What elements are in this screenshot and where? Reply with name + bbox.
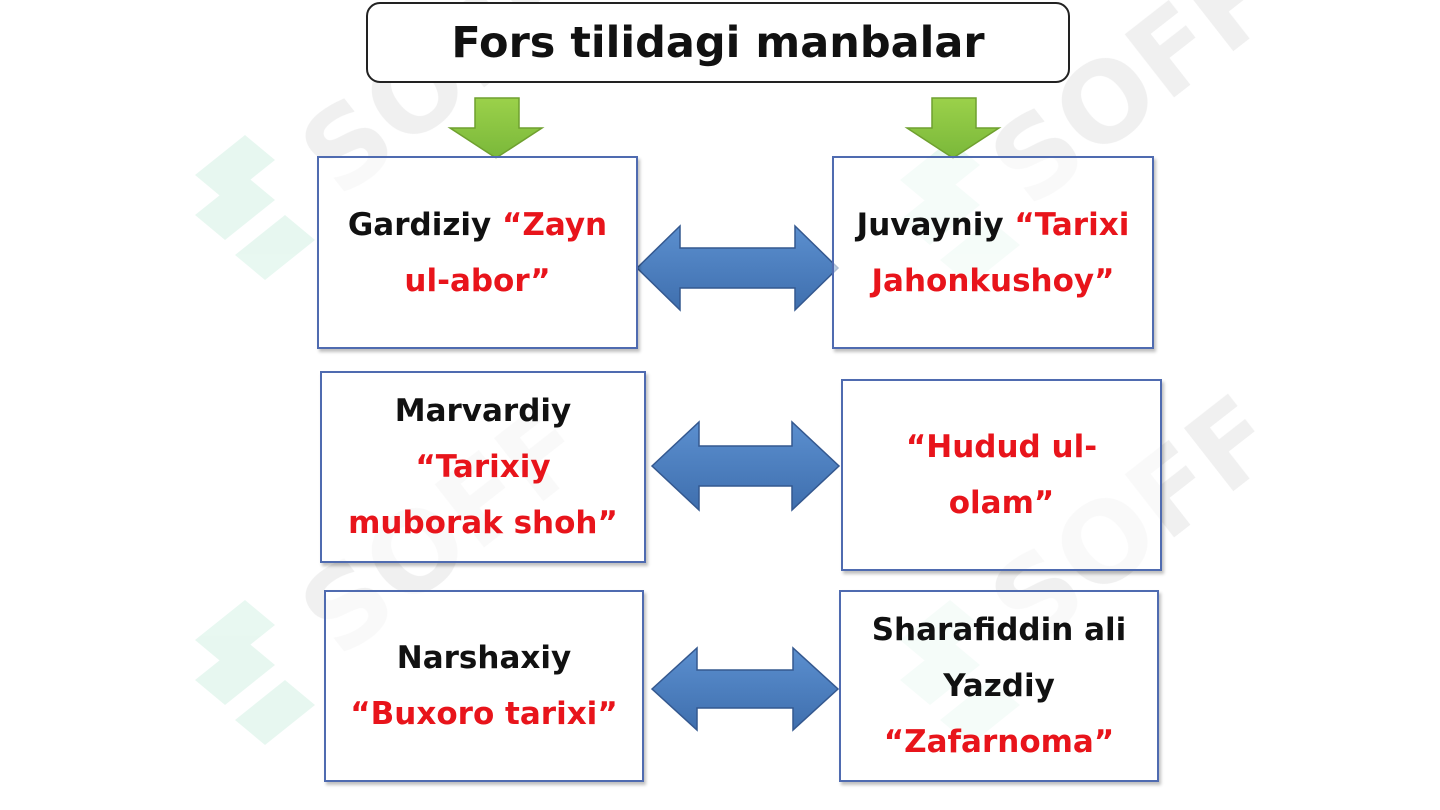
node-hudud-ul-olam: “Hudud ul- olam”: [841, 379, 1162, 571]
node-sharafiddin-ali-yazdiy: Sharafiddin ali Yazdiy “Zafarnoma”: [839, 590, 1159, 782]
title-box: Fors tilidagi manbalar: [366, 2, 1070, 83]
watermark-logo-icon: [195, 135, 315, 280]
node-gardiziy: Gardiziy “Zayn ul-abor”: [317, 156, 638, 349]
node-author: Narshaxiy: [396, 640, 572, 676]
node-work: “Tarixi: [1014, 206, 1130, 243]
node-work: “Zayn: [502, 206, 608, 243]
node-work: ul-abor”: [404, 262, 551, 299]
node-work: “Buxoro tarixi”: [350, 696, 618, 732]
node-work: “Tarixiy: [415, 449, 551, 485]
node-work: olam”: [948, 485, 1055, 521]
down-arrow-right-icon: [904, 97, 1002, 159]
double-arrow-row3-icon: [650, 646, 840, 732]
down-arrow-left-icon: [447, 97, 545, 159]
node-work: Jahonkushoy”: [871, 262, 1115, 299]
double-arrow-row1-icon: [635, 224, 840, 312]
node-author: Yazdiy: [943, 668, 1055, 704]
node-author: Gardiziy: [347, 206, 492, 243]
node-work: “Zafarnoma”: [883, 724, 1115, 760]
node-juvayniy: Juvayniy “Tarixi Jahonkushoy”: [832, 156, 1154, 349]
node-marvardiy: Marvardiy “Tarixiy muborak shoh”: [320, 371, 646, 563]
node-narshaxiy: Narshaxiy “Buxoro tarixi”: [324, 590, 644, 782]
node-author: Juvayniy: [856, 206, 1004, 243]
node-work: “Hudud ul-: [905, 429, 1098, 465]
watermark-logo-icon: [195, 600, 315, 745]
diagram-title: Fors tilidagi manbalar: [451, 17, 985, 68]
double-arrow-row2-icon: [650, 420, 841, 512]
node-author: Sharafiddin ali: [871, 612, 1127, 648]
node-work: muborak shoh”: [348, 505, 618, 541]
node-author: Marvardiy: [394, 393, 572, 429]
